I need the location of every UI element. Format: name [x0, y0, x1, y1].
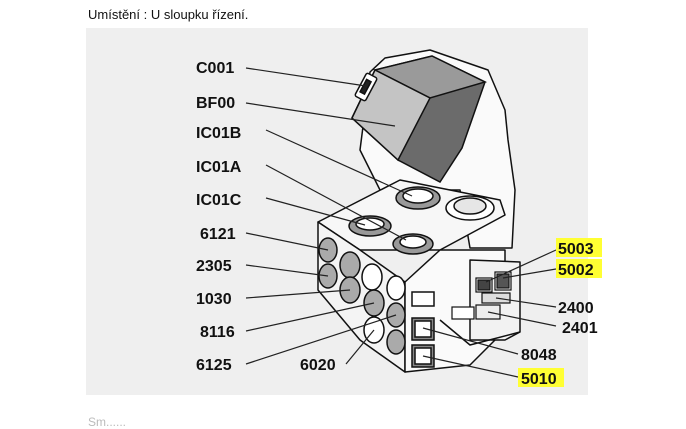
highlight-5010: [518, 368, 564, 387]
label-5002: 5002: [558, 262, 594, 279]
label-8116: 8116: [200, 324, 235, 341]
label-ic01b: IC01B: [196, 125, 241, 142]
label-c001: C001: [196, 60, 234, 77]
label-2400: 2400: [558, 300, 594, 317]
footer-text: Sm......: [88, 415, 127, 429]
label-2401: 2401: [562, 320, 598, 337]
label-6125: 6125: [196, 357, 232, 374]
c001-connector: [354, 72, 378, 102]
highlight-5003: [556, 238, 602, 257]
label-2305: 2305: [196, 258, 232, 275]
label-6020: 6020: [300, 357, 336, 374]
label-5010: 5010: [521, 371, 557, 388]
label-bf00: BF00: [196, 95, 235, 112]
label-ic01c: IC01C: [196, 192, 242, 209]
ic01-sockets: [348, 186, 495, 255]
label-5003: 5003: [558, 241, 594, 258]
location-caption: Umístění : U sloupku řízení.: [88, 7, 249, 22]
label-6121: 6121: [200, 226, 236, 243]
leader-lines: [245, 67, 557, 378]
highlight-5002: [556, 259, 602, 278]
label-1030: 1030: [196, 291, 232, 308]
bf00-module: [351, 55, 488, 183]
label-8048: 8048: [521, 347, 557, 364]
label-ic01a: IC01A: [196, 159, 242, 176]
